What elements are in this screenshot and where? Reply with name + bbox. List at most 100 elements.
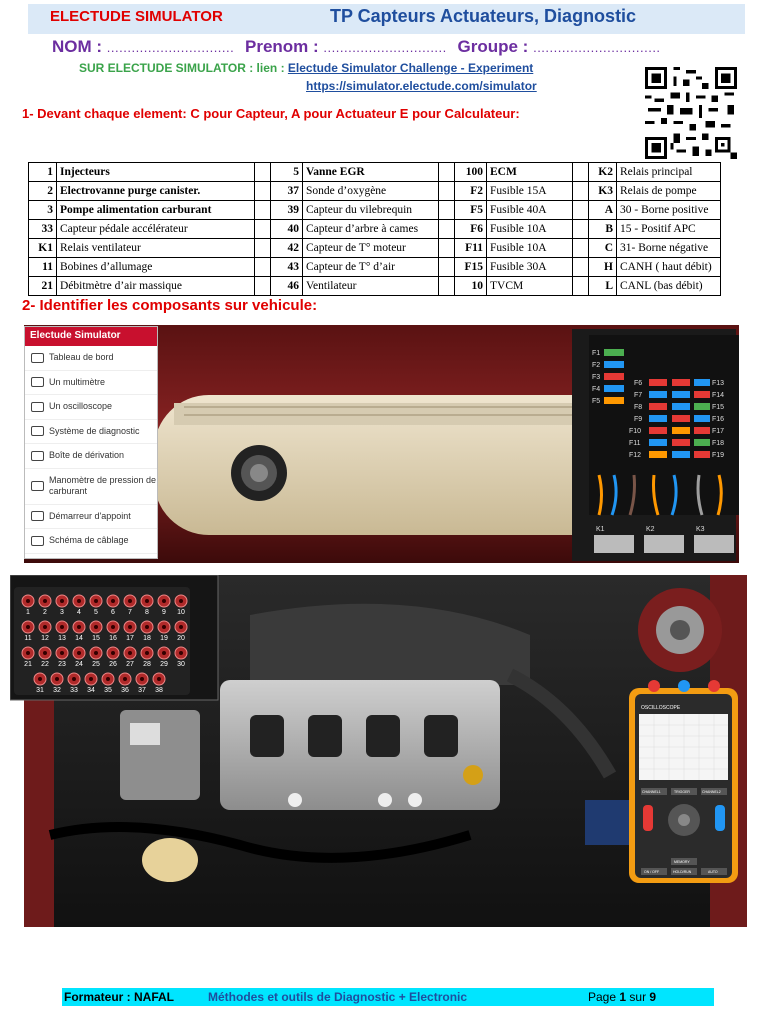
menu-item-diagnostic[interactable]: Système de diagnostic <box>25 420 157 444</box>
socket-label: 31 <box>36 687 44 694</box>
header-left-title: ELECTUDE SIMULATOR <box>50 8 223 25</box>
osc-btn-ch2[interactable]: CHANNEL2 <box>702 790 721 794</box>
osc-btn-ch1[interactable]: CHANNEL1 <box>642 790 661 794</box>
component-name: Electrovanne purge canister. <box>56 181 255 201</box>
component-name: Fusible 10A <box>486 238 573 258</box>
svg-text:F16: F16 <box>712 416 724 423</box>
component-name: 31- Borne négative <box>616 238 721 258</box>
component-name: CANL (bas débit) <box>616 276 721 296</box>
answer-cell[interactable] <box>572 181 589 201</box>
answer-cell[interactable] <box>438 219 455 239</box>
nom-label: NOM : <box>52 37 103 56</box>
prenom-field[interactable]: .............................. <box>323 40 447 55</box>
component-number: 5 <box>270 162 303 182</box>
footer-formateur: Formateur : NAFAL <box>64 990 175 1004</box>
menu-item-wiring-diagram[interactable]: Schéma de câblage <box>25 529 157 554</box>
answer-cell[interactable] <box>572 276 589 296</box>
answer-cell[interactable] <box>254 219 271 239</box>
answer-cell[interactable] <box>438 162 455 182</box>
answer-cell[interactable] <box>438 200 455 220</box>
menu-item-breakout-box[interactable]: Boîte de dérivation <box>25 444 157 469</box>
osc-btn-memory[interactable]: MEMORY <box>674 860 690 864</box>
groupe-field[interactable]: ............................... <box>533 40 661 55</box>
component-number: K1 <box>28 238 57 258</box>
menu-item-oscilloscope[interactable]: Un oscilloscope <box>25 395 157 420</box>
menu-item-fuel-gauge[interactable]: Manomètre de pression de carburant <box>25 469 157 505</box>
component-name: Capteur du vilebrequin <box>302 200 439 220</box>
osc-btn-onoff[interactable]: ON / OFF <box>644 870 659 874</box>
fuse-label: F1 <box>592 350 600 357</box>
answer-cell[interactable] <box>572 200 589 220</box>
answer-cell[interactable] <box>572 257 589 277</box>
osc-btn-hold[interactable]: HOLD/RUN <box>673 870 692 874</box>
socket-label: 16 <box>109 635 117 642</box>
answer-cell[interactable] <box>438 181 455 201</box>
menu-item-dashboard[interactable]: Tableau de bord <box>25 346 157 371</box>
socket-label: 18 <box>143 635 151 642</box>
menu-item-multimeter[interactable]: Un multimètre <box>25 371 157 395</box>
answer-cell[interactable] <box>438 257 455 277</box>
socket-label: 13 <box>58 635 66 642</box>
osc-btn-auto[interactable]: AUTO <box>708 870 718 874</box>
link-label: SUR ELECTUDE SIMULATOR : lien : <box>79 61 285 75</box>
page-total: 9 <box>649 990 657 1004</box>
simulator-url-link[interactable]: https://simulator.electude.com/simulator <box>306 79 537 93</box>
answer-cell[interactable] <box>438 238 455 258</box>
socket-label: 8 <box>145 609 149 616</box>
oscilloscope-device: OSCILLOSCOPE CHANNEL1 TRIGGER CHANNEL2 M… <box>629 680 738 883</box>
socket-label: 29 <box>160 661 168 668</box>
component-name: 15 - Positif APC <box>616 219 721 239</box>
header-bar <box>28 4 745 34</box>
page-number: 1 <box>619 990 627 1004</box>
answer-cell[interactable] <box>438 276 455 296</box>
socket-label: 35 <box>104 687 112 694</box>
socket-label: 17 <box>126 635 134 642</box>
component-name: Fusible 10A <box>486 219 573 239</box>
socket-label: 10 <box>177 609 185 616</box>
socket-label: 27 <box>126 661 134 668</box>
svg-text:F5: F5 <box>592 398 600 405</box>
socket-label: 37 <box>138 687 146 694</box>
answer-cell[interactable] <box>254 200 271 220</box>
answer-cell[interactable] <box>572 162 589 182</box>
answer-cell[interactable] <box>254 181 271 201</box>
answer-cell[interactable] <box>254 238 271 258</box>
header-right-title: TP Capteurs Actuateurs, Diagnostic <box>330 6 637 26</box>
svg-text:K1: K1 <box>596 526 605 533</box>
socket-label: 15 <box>92 635 100 642</box>
svg-text:F17: F17 <box>712 428 724 435</box>
challenge-link[interactable]: Electude Simulator Challenge - Experimen… <box>287 61 534 75</box>
component-number: 100 <box>454 162 487 182</box>
answer-cell[interactable] <box>254 162 271 182</box>
answer-cell[interactable] <box>254 276 271 296</box>
answer-cell[interactable] <box>254 257 271 277</box>
question-1: 1- Devant chaque element: C pour Capteur… <box>22 106 520 121</box>
wiring-icon <box>31 535 44 546</box>
socket-label: 2 <box>43 609 47 616</box>
svg-text:K3: K3 <box>696 526 705 533</box>
socket-label: 23 <box>58 661 66 668</box>
simulator-menu: Electude Simulator Tableau de bord Un mu… <box>24 326 158 559</box>
component-name: Capteur de T° moteur <box>302 238 439 258</box>
component-number: 21 <box>28 276 57 296</box>
socket-label: 38 <box>155 687 163 694</box>
component-number: 10 <box>454 276 487 296</box>
osc-btn-trigger[interactable]: TRIGGER <box>674 790 690 794</box>
svg-text:F15: F15 <box>712 404 724 411</box>
socket-label: 19 <box>160 635 168 642</box>
nom-field[interactable]: ............................... <box>106 40 235 55</box>
component-number: 42 <box>270 238 303 258</box>
socket-label: 34 <box>87 687 95 694</box>
socket-label: 33 <box>70 687 78 694</box>
footer-course: Méthodes et outils de Diagnostic + Elect… <box>208 990 468 1004</box>
component-name: Capteur pédale accélérateur <box>56 219 255 239</box>
answer-cell[interactable] <box>572 219 589 239</box>
answer-cell[interactable] <box>572 238 589 258</box>
menu-item-jump-starter[interactable]: Démarreur d'appoint <box>25 505 157 529</box>
svg-text:F7: F7 <box>634 392 642 399</box>
oscilloscope-icon <box>31 401 44 412</box>
